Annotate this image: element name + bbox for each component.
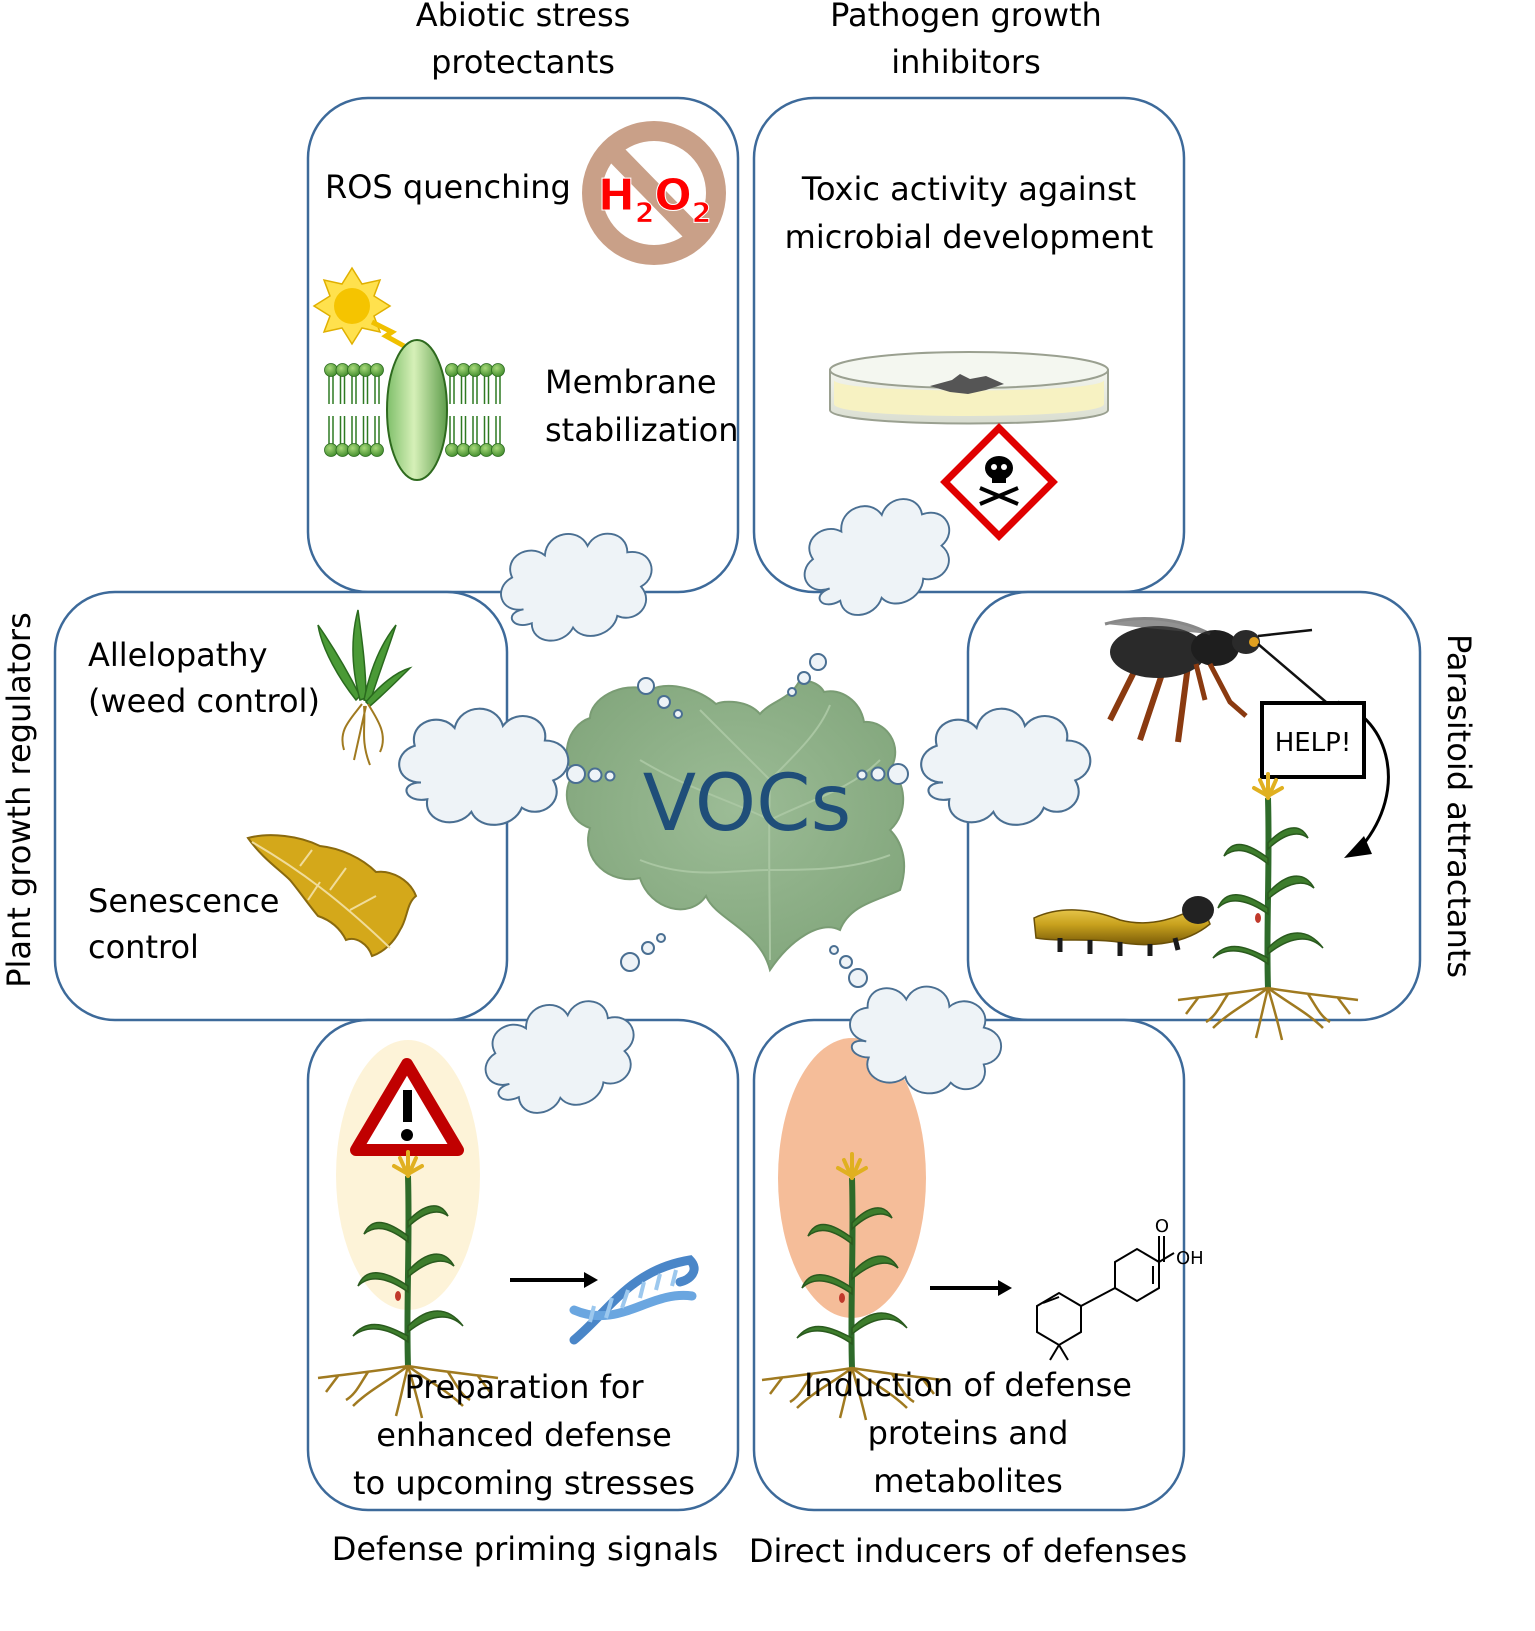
h2o2-sub1: 2 [635,196,654,229]
membrane-icon [324,363,505,457]
dna-icon [569,1255,699,1345]
arrow-icon [930,1280,1012,1296]
pathogen-heading-line1: Pathogen growth [830,0,1102,34]
pathogen-heading-line2: inhibitors [891,43,1041,81]
cloud-right [920,707,1092,826]
allelopathy-label-line1: Allelopathy [88,636,268,674]
h2o2-h: H [598,170,635,221]
priming-heading: Defense priming signals [332,1530,719,1568]
priming-body-line1: Preparation for [404,1368,644,1406]
ros-quenching-label: ROS quenching [325,168,571,206]
membrane-label-line2: stabilization [545,411,739,449]
molecule-o: O [1155,1216,1169,1237]
help-box [1260,701,1366,779]
help-label: HELP! [1275,728,1352,758]
no-h2o2-icon: H2O2 [582,121,726,265]
wasp-icon [1104,617,1327,743]
abiotic-heading-line2: protectants [431,43,615,81]
priming-body-line2: enhanced defense [376,1416,672,1454]
warning-triangle-icon [350,1058,464,1156]
svg-text:H2O2: H2O2 [598,170,711,229]
h2o2-o: O [654,170,691,221]
arrow-icon [510,1272,598,1288]
senescence-label-line1: Senescence [88,882,279,920]
direct-heading: Direct inducers of defenses [749,1532,1187,1570]
thought-bubbles [566,653,909,988]
parasitoid-heading: Parasitoid attractants [1440,634,1478,978]
priming-body-line3: to upcoming stresses [353,1464,695,1502]
h2o2-sub2: 2 [692,196,711,229]
abiotic-heading-line1: Abiotic stress [416,0,631,34]
sun-icon [312,266,406,349]
growth-heading: Plant growth regulators [0,612,38,988]
direct-body-line3: metabolites [873,1462,1063,1500]
panel-pathogen [752,96,1186,594]
direct-body-line2: proteins and [868,1414,1069,1452]
help-arrow-head [1344,836,1372,858]
petri-dish-icon [829,351,1109,425]
toxic-label-line1: Toxic activity against [801,170,1136,208]
caterpillar-icon [1033,896,1214,956]
center-label: VOCs [643,759,851,849]
weed-icon [317,609,413,766]
senescence-label-line2: control [88,928,199,966]
molecule-icon [1036,1236,1175,1361]
membrane-protein [386,339,448,481]
molecule-oh: OH [1176,1248,1204,1269]
skull-hazard-icon [940,423,1058,541]
allelopathy-label-line2: (weed control) [88,682,320,720]
direct-body-line1: Induction of defense [804,1366,1132,1404]
dry-leaf-icon [246,834,418,958]
toxic-label-line2: microbial development [785,218,1154,256]
membrane-label-line1: Membrane [545,363,717,401]
